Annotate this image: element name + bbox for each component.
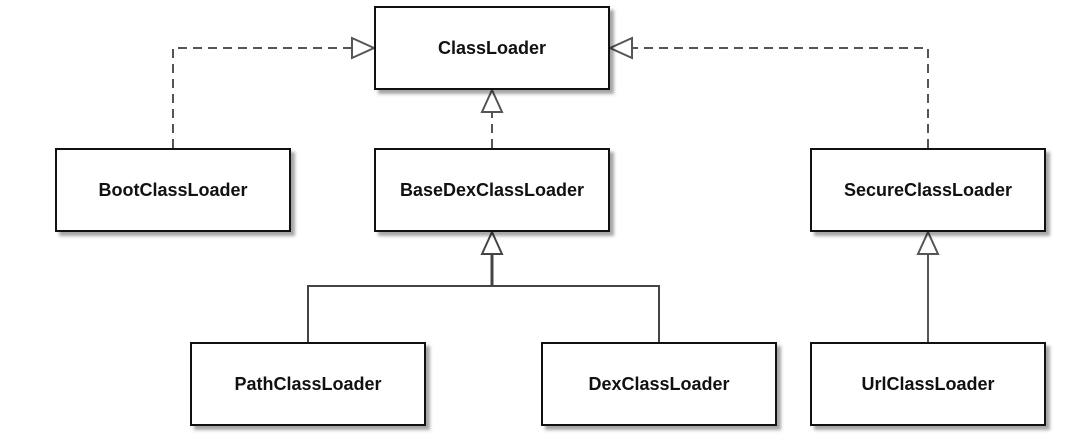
- node-label: BootClassLoader: [98, 179, 248, 200]
- node-label: PathClassLoader: [234, 373, 382, 394]
- edge-secure-to-classloader: [632, 47, 929, 148]
- arrowhead-to-basedex: [480, 229, 504, 255]
- node-label: BaseDexClassLoader: [399, 179, 585, 200]
- node-dexclassloader: DexClassLoader: [541, 342, 777, 426]
- node-pathclassloader: PathClassLoader: [190, 342, 426, 426]
- node-label: ClassLoader: [437, 37, 547, 58]
- edge-dex-branch: [492, 285, 660, 342]
- edge-boot-to-classloader: [172, 47, 352, 148]
- arrowhead-boot-to-classloader: [351, 36, 377, 60]
- arrowhead-url-to-secure: [916, 229, 940, 255]
- edge-path-branch: [307, 285, 492, 342]
- arrowhead-basedex-to-classloader: [480, 87, 504, 113]
- node-classloader: ClassLoader: [374, 6, 610, 90]
- arrowhead-secure-to-classloader: [607, 36, 633, 60]
- node-bootclassloader: BootClassLoader: [55, 148, 291, 232]
- node-basedexclassloader: BaseDexClassLoader: [374, 148, 610, 232]
- node-label: UrlClassLoader: [861, 373, 995, 394]
- node-label: DexClassLoader: [588, 373, 730, 394]
- node-secureclassloader: SecureClassLoader: [810, 148, 1046, 232]
- node-label: SecureClassLoader: [843, 179, 1013, 200]
- node-urlclassloader: UrlClassLoader: [810, 342, 1046, 426]
